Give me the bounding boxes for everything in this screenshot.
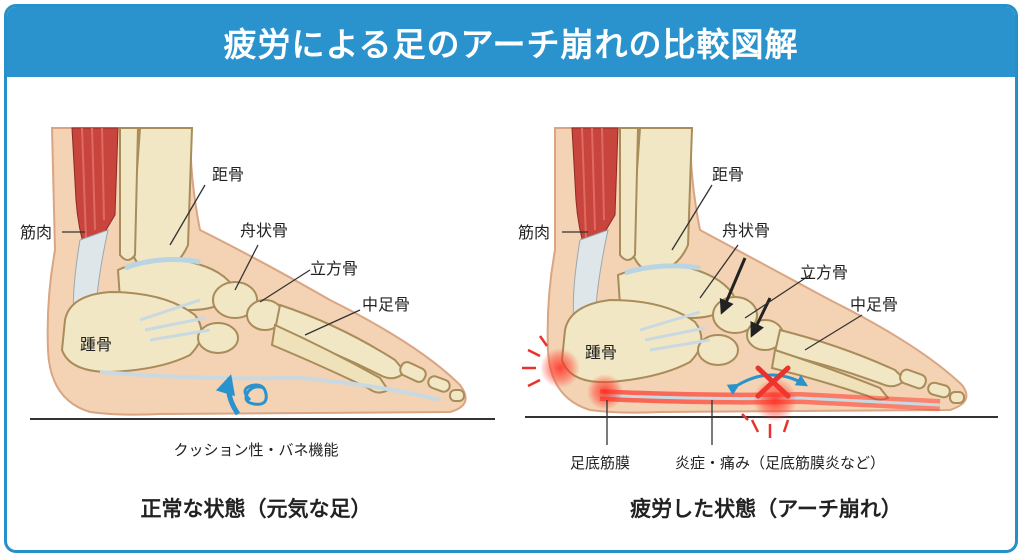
cuboid-bone <box>197 322 239 354</box>
left-foot-panel: 距骨 舟状骨 立方骨 中足骨 筋肉 踵骨 クッション性・バネ機能 正常な状態（元… <box>20 127 495 521</box>
label-talus: 距骨 <box>212 165 244 184</box>
right-foot-panel: 距骨 舟状骨 立方骨 中足骨 筋肉 踵骨 足底筋膜 炎症・痛み（足底筋膜炎など）… <box>518 127 998 521</box>
fibula-bone <box>619 127 640 261</box>
heel-inflammation-glow <box>540 348 580 388</box>
navicular-bone <box>212 281 258 319</box>
label-calcaneus: 踵骨 <box>585 343 617 362</box>
plantar-fascia <box>99 370 441 402</box>
tibia-bone <box>130 127 194 272</box>
label-cuboid: 立方骨 <box>310 259 358 278</box>
cushion-spring-icon <box>243 383 268 406</box>
left-caption: 正常な状態（元気な足） <box>141 497 372 521</box>
collapse-arrow <box>719 257 747 315</box>
label-metatarsal: 中足骨 <box>362 295 410 314</box>
label-calcaneus: 踵骨 <box>80 335 112 354</box>
arch-inflammation-glow <box>753 378 797 422</box>
metatarsal-bone <box>773 328 907 388</box>
page-title: 疲労による足のアーチ崩れの比較図解 <box>223 25 799 64</box>
label-navicular: 舟状骨 <box>240 221 288 240</box>
cushion-arrow <box>215 374 241 416</box>
label-cuboid: 立方骨 <box>800 263 848 282</box>
arch-pain-lines <box>741 413 790 438</box>
toe-bone <box>899 368 927 390</box>
label-metatarsal: 中足骨 <box>850 295 898 314</box>
fascia-inflammation-glow <box>587 374 623 410</box>
strain-arrow <box>726 373 809 396</box>
label-talus: 距骨 <box>712 165 744 184</box>
label-navicular: 舟状骨 <box>722 221 770 240</box>
pain-caption: 炎症・痛み（足底筋膜炎など） <box>675 454 885 472</box>
fascia-caption: 足底筋膜 <box>570 454 630 472</box>
label-muscle: 筋肉 <box>20 223 52 242</box>
label-muscle: 筋肉 <box>518 223 550 242</box>
heel-pain-lines <box>522 335 549 388</box>
cuboid-bone <box>697 334 739 366</box>
fibula-bone <box>119 127 140 261</box>
header-banner: 疲労による足のアーチ崩れの比較図解 <box>7 7 1015 77</box>
toe-bone <box>399 361 427 383</box>
tibia-bone <box>630 127 694 272</box>
right-caption: 疲労した状態（アーチ崩れ） <box>630 497 902 521</box>
cushion-caption: クッション性・バネ機能 <box>173 441 338 459</box>
